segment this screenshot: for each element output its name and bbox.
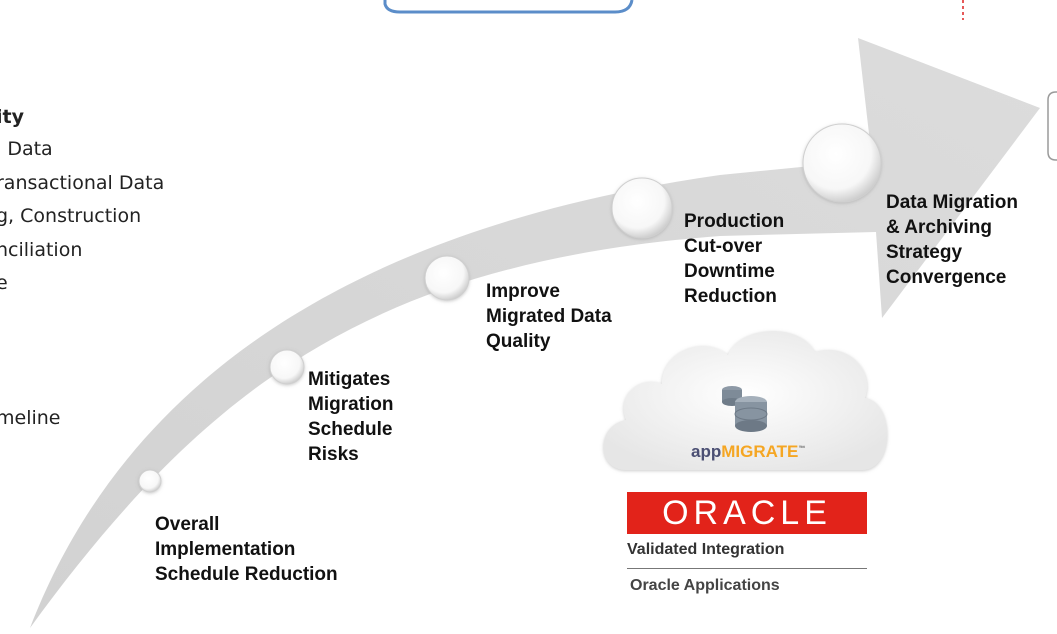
milestone-label-line: Data Migration bbox=[886, 192, 1018, 213]
oracle-wordmark: ORACLE bbox=[662, 493, 832, 532]
milestone-label-line: Strategy bbox=[886, 242, 963, 263]
oracle-divider bbox=[627, 568, 867, 569]
milestone-marker bbox=[802, 123, 882, 203]
milestone-label-line: Reduction bbox=[684, 286, 777, 307]
left-text-line: e bbox=[0, 272, 8, 294]
roadmap-arrow bbox=[30, 38, 1040, 628]
validated-integration-label: Validated Integration bbox=[627, 541, 785, 558]
right-edge-box bbox=[1047, 91, 1057, 161]
milestone-marker bbox=[424, 255, 470, 301]
milestone-marker bbox=[611, 177, 673, 239]
appmigrate-logo-app: app bbox=[691, 442, 722, 461]
milestone-marker bbox=[269, 349, 305, 385]
left-text-line: l Data bbox=[0, 138, 53, 160]
milestone-label-line: Implementation bbox=[155, 539, 296, 560]
milestone-label-line: Schedule bbox=[308, 419, 393, 440]
milestone-label-line: Cut-over bbox=[684, 236, 763, 257]
milestone-marker bbox=[138, 469, 162, 493]
milestone-label-line: Convergence bbox=[886, 267, 1007, 288]
left-text-line: ransactional Data bbox=[0, 172, 165, 194]
oracle-applications-label: Oracle Applications bbox=[630, 577, 780, 594]
milestone-label-line: Migrated Data bbox=[486, 306, 612, 327]
appmigrate-logo: appMIGRATE™ bbox=[691, 442, 805, 462]
top-callout-box bbox=[383, 0, 634, 14]
milestone-label-line: Overall bbox=[155, 514, 220, 535]
milestone-label-line: Risks bbox=[308, 444, 359, 465]
milestone-label-line: Mitigates bbox=[308, 369, 391, 390]
trademark-mark: ™ bbox=[798, 445, 806, 453]
milestone-label-line: Improve bbox=[486, 281, 560, 302]
milestone-label-line: & Archiving bbox=[886, 217, 992, 238]
milestone-label-line: Production bbox=[684, 211, 785, 232]
oracle-logo: ORACLE bbox=[627, 492, 867, 534]
left-text-line: ity bbox=[0, 106, 24, 128]
left-text-line: nciliation bbox=[0, 239, 83, 261]
left-text-line: meline bbox=[0, 407, 61, 429]
appmigrate-logo-migrate: MIGRATE bbox=[721, 442, 799, 461]
left-text-line: g, Construction bbox=[0, 205, 142, 227]
database-icon bbox=[722, 386, 768, 432]
milestone-label-line: Quality bbox=[486, 331, 551, 352]
milestone-label-line: Downtime bbox=[684, 261, 775, 282]
milestone-label-line: Schedule Reduction bbox=[155, 564, 338, 585]
milestone-label-line: Migration bbox=[308, 394, 394, 415]
